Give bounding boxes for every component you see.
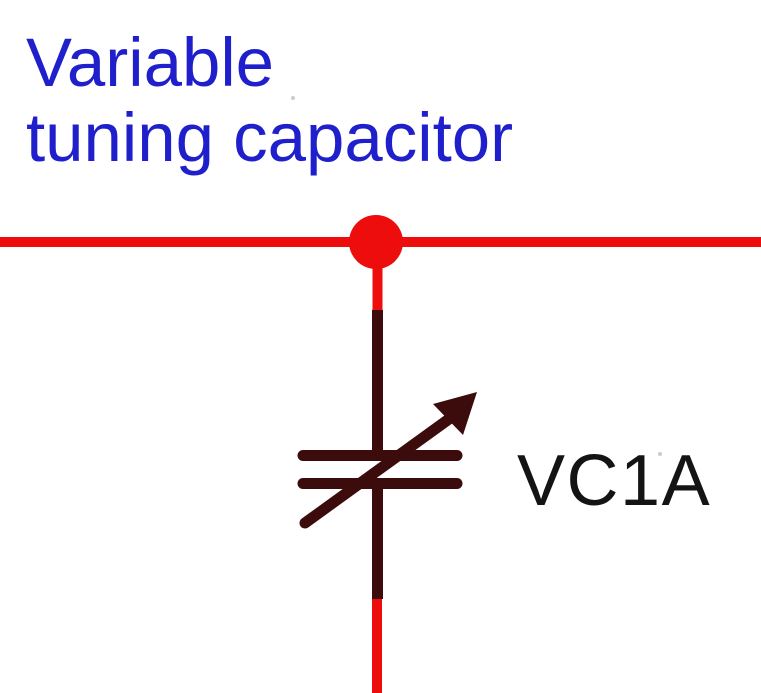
image-speck bbox=[658, 452, 662, 456]
variability-arrow-shaft bbox=[299, 413, 455, 529]
annotation-title-line2: tuning capacitor bbox=[26, 99, 514, 176]
junction-dot bbox=[349, 215, 403, 269]
annotation-title-line1: Variable bbox=[26, 24, 275, 101]
net-wires bbox=[0, 215, 761, 693]
variable-capacitor-symbol bbox=[297, 310, 477, 599]
component-designator: VC1A bbox=[517, 441, 712, 521]
annotation-title: Variable tuning capacitor bbox=[26, 25, 513, 175]
variability-arrow-head-icon bbox=[433, 392, 477, 435]
image-speck bbox=[291, 96, 295, 100]
